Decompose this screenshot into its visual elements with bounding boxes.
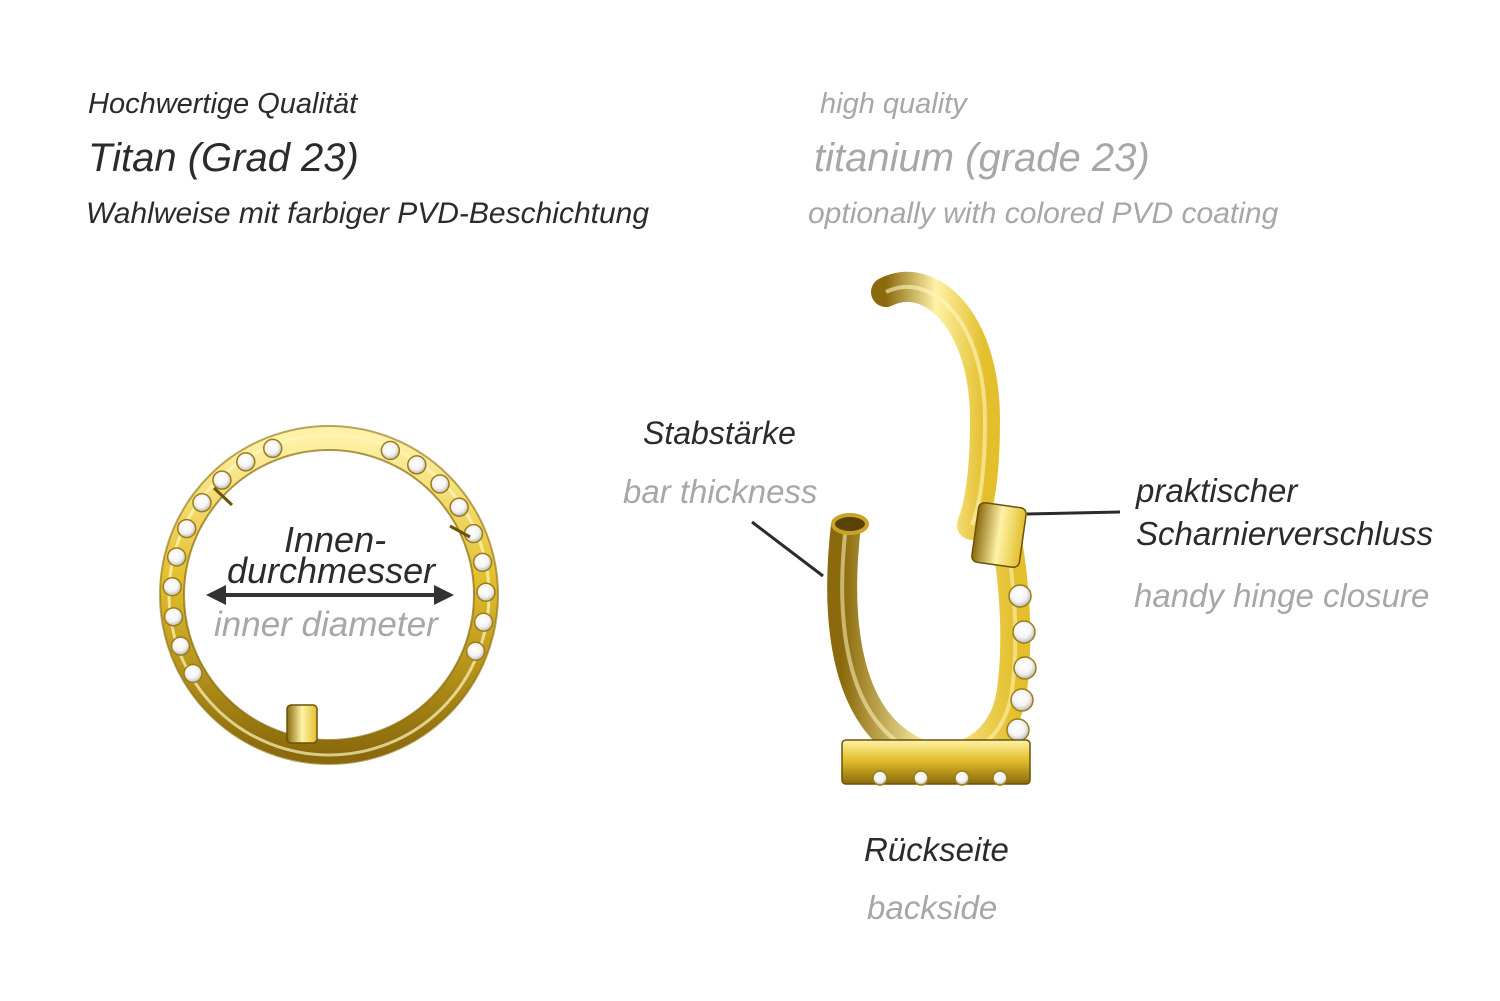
crystal-stone	[1010, 688, 1034, 712]
header-material-english: titanium (grade 23)	[814, 136, 1150, 180]
inner-diameter-label-german-2: durchmesser	[227, 550, 436, 591]
crystal-stone	[473, 612, 494, 633]
crystal-stone	[463, 523, 484, 544]
bar-thickness-label-german: Stabstärke	[643, 415, 796, 451]
hinge-label-german-2: Scharnierverschluss	[1136, 515, 1434, 552]
crystal-stone	[176, 518, 197, 539]
crystal-stone	[407, 455, 427, 475]
inner-diameter-label-german-1: Innen-	[284, 519, 387, 560]
header-coating-german: Wahlweise mit farbiger PVD-Beschichtung	[86, 197, 650, 230]
crystal-stone	[183, 663, 203, 684]
crystal-stone	[872, 770, 888, 786]
crystal-stone	[380, 440, 401, 461]
header-quality-german: Hochwertige Qualität	[88, 88, 358, 120]
crystal-stone	[212, 470, 232, 490]
crystal-stone	[163, 607, 184, 627]
crystal-stone	[472, 552, 493, 573]
hinge-seam-right	[449, 524, 471, 539]
crystal-stone	[1012, 620, 1036, 644]
crystal-stone	[262, 438, 283, 459]
side-ring	[751, 271, 1121, 786]
header-quality-english: high quality	[820, 88, 967, 120]
crystal-stone	[1013, 656, 1037, 680]
header-coating-english: optionally with colored PVD coating	[808, 197, 1279, 230]
hinge-block	[286, 704, 318, 744]
hinge-arm	[871, 271, 1001, 540]
front-ring-crystals	[162, 438, 496, 684]
crystal-stone	[449, 497, 469, 517]
hinge-label-english: handy hinge closure	[1134, 577, 1430, 614]
crystal-stone	[1008, 584, 1032, 608]
crystal-stone	[166, 547, 187, 567]
backside-label-english: backside	[867, 889, 998, 926]
bottom-bar	[841, 739, 1031, 785]
backside-label-german: Rückseite	[864, 831, 1009, 868]
bottom-bar-crystals	[872, 770, 1008, 786]
crystal-stone	[192, 492, 212, 513]
crystal-stone	[430, 474, 450, 494]
crystal-stone	[170, 636, 191, 656]
crystal-stone	[236, 452, 256, 472]
bar-thickness-leader-line	[751, 520, 824, 578]
crystal-stone	[913, 770, 929, 786]
hinge-leader-line	[1026, 510, 1121, 516]
bar-thickness-label-english: bar thickness	[623, 473, 818, 510]
crystal-stone	[162, 577, 182, 597]
crystal-stone	[954, 770, 970, 786]
hinge-seam-left	[212, 486, 234, 507]
crystal-stone	[465, 641, 486, 662]
bar-end	[831, 513, 869, 535]
front-ring	[159, 425, 499, 765]
crystal-stone	[476, 582, 496, 603]
header-material-german: Titan (Grad 23)	[88, 136, 359, 180]
crystal-stone	[992, 770, 1008, 786]
inner-diameter-label-english: inner diameter	[214, 605, 438, 644]
hinge-label-german-1: praktischer	[1136, 472, 1298, 509]
crystal-stone	[1006, 718, 1030, 742]
hinge-joint	[971, 501, 1027, 569]
